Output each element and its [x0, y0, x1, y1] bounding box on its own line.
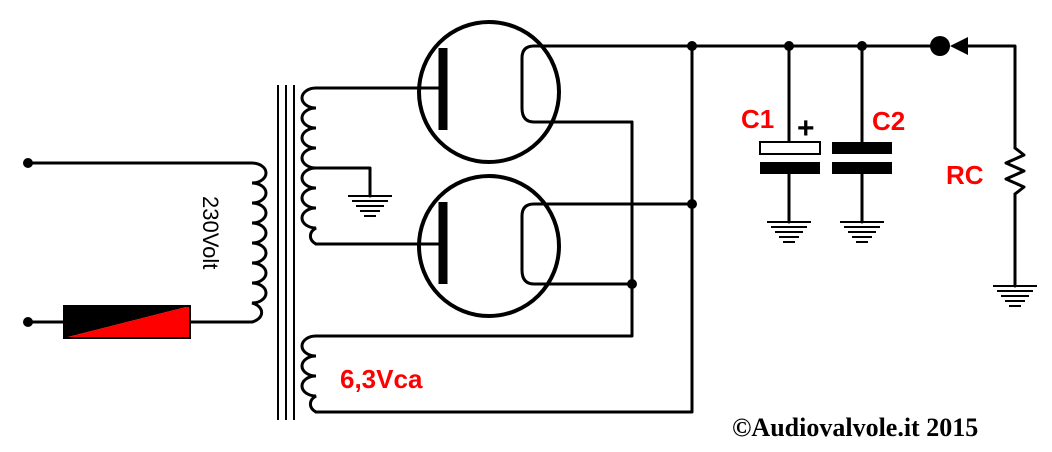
fuse — [63, 305, 191, 339]
tube-lower-envelope — [417, 174, 561, 318]
copyright-notice: ©Audiovalvole.it 2015 — [732, 413, 978, 442]
mains-voltage-label: 230Volt — [198, 196, 223, 269]
resistor-zigzag — [1004, 146, 1026, 196]
rectifier-tube-upper — [413, 20, 694, 164]
primary-winding — [250, 161, 268, 324]
capacitor-c1 — [759, 44, 821, 243]
tube-upper-filament — [520, 44, 554, 124]
c1-ground — [767, 221, 811, 243]
fuse-red-half — [64, 306, 190, 338]
load-resistor — [993, 146, 1037, 307]
rectifier-tube-lower — [417, 174, 694, 318]
c1-negative-plate — [760, 162, 820, 174]
center-tap-ground — [348, 195, 392, 217]
c1-positive-plate — [759, 141, 821, 155]
junction-dot — [627, 279, 637, 289]
load-arrow — [950, 37, 968, 55]
fuse-outline — [63, 305, 191, 339]
heater-secondary-winding — [300, 334, 318, 414]
transformer — [250, 85, 318, 420]
junction-dot — [687, 199, 697, 209]
resistor-ground — [993, 285, 1037, 307]
hv-secondary-winding — [300, 86, 318, 246]
output-terminal — [930, 36, 950, 56]
c1-label: C1 — [741, 104, 774, 134]
c2-ground — [840, 221, 884, 243]
heater-top-wire — [314, 120, 634, 338]
tube-upper-envelope — [417, 20, 561, 164]
capacitor-c2 — [832, 44, 892, 243]
load-feed-wire — [956, 44, 1017, 150]
heater-bottom-wire — [314, 44, 694, 414]
center-tap-wire — [314, 166, 372, 198]
c1-polarity-label: + — [797, 112, 815, 145]
tube-lower-filament — [520, 202, 554, 286]
c2-plate-bottom — [832, 162, 892, 174]
rc-label: RC — [946, 160, 984, 190]
c2-plate-top — [832, 142, 892, 154]
heater-voltage-label: 6,3Vca — [340, 364, 423, 394]
c2-label: C2 — [872, 106, 905, 136]
mains-input — [23, 158, 254, 339]
